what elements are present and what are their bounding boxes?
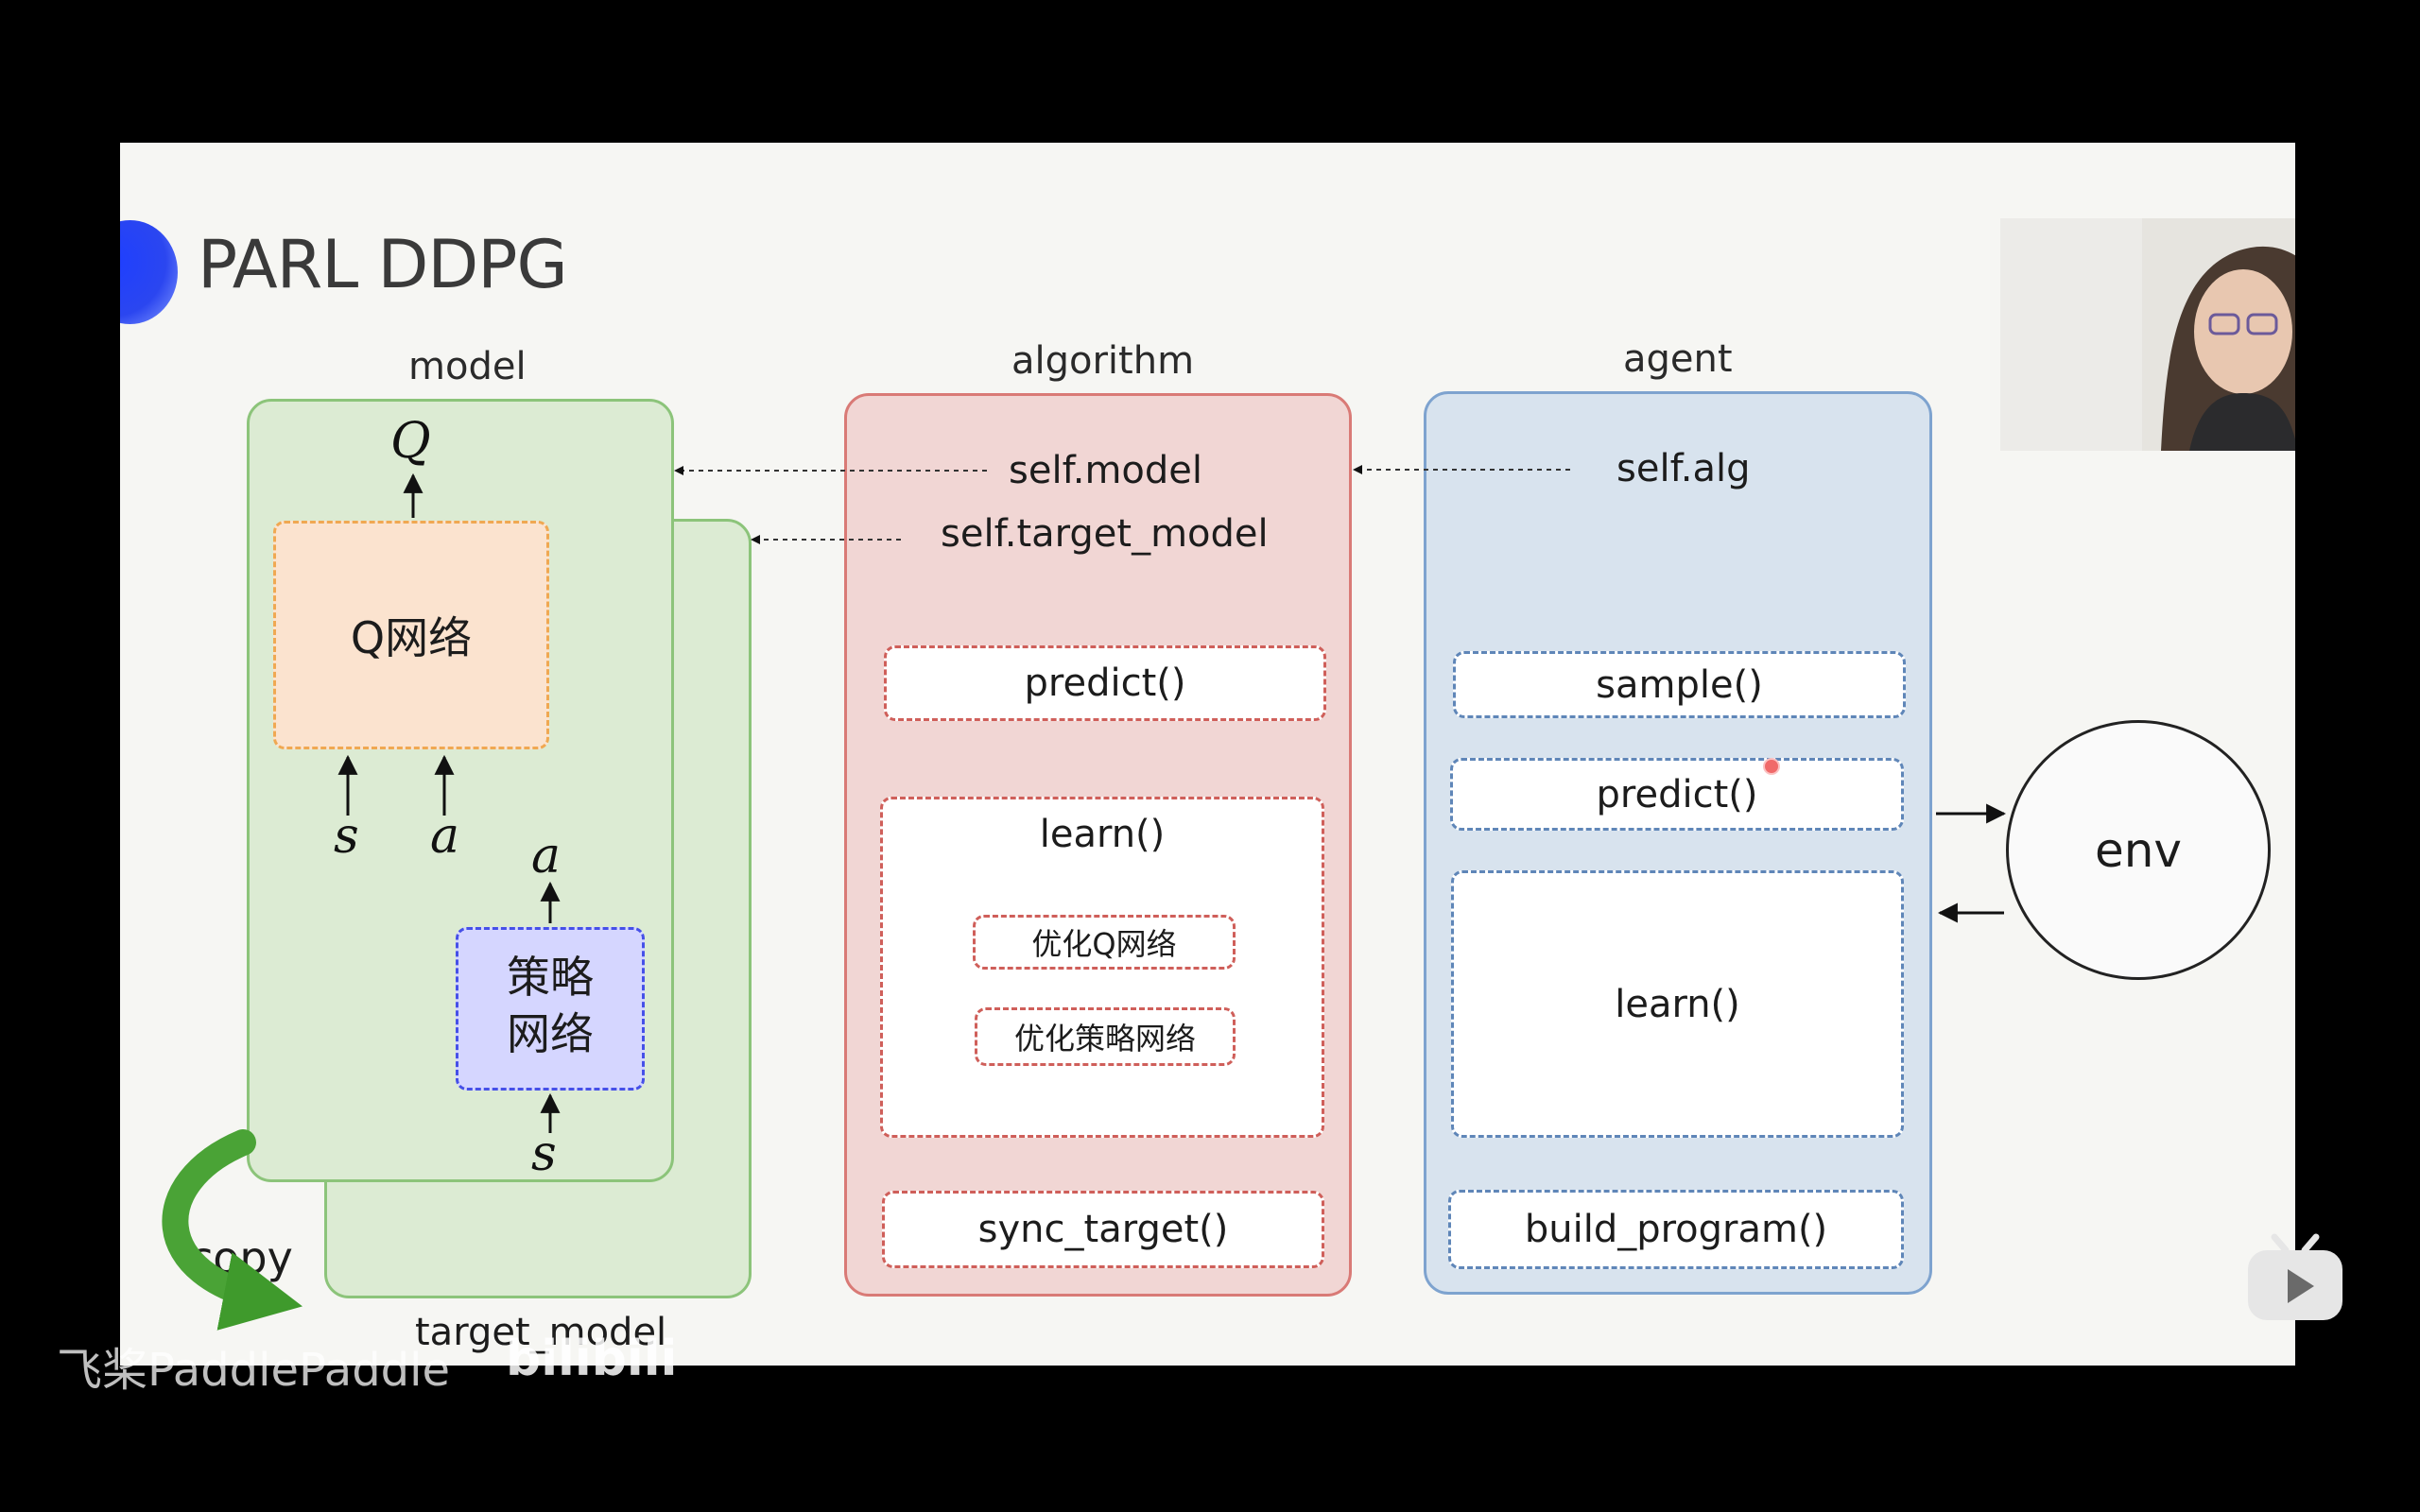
webcam-feed (2000, 218, 2295, 451)
policy-output-a: a (531, 828, 562, 885)
presenter-image (2000, 218, 2295, 451)
q-output-label: Q (390, 413, 431, 470)
agent-field-alg: self.alg (1616, 447, 1751, 490)
diagram-arrows (162, 465, 2007, 1331)
bilibili-logo-watermark: bilibili (506, 1331, 678, 1387)
q-input-s: s (334, 808, 359, 865)
agent-build-label: build_program() (1524, 1208, 1828, 1251)
agent-build-box: build_program() (1448, 1190, 1904, 1269)
agent-predict-label: predict() (1596, 772, 1758, 816)
algorithm-sync-box: sync_target() (882, 1191, 1324, 1268)
optimize-policy-label: 优化策略网络 (1013, 1021, 1196, 1057)
bilibili-play-icon[interactable] (2242, 1224, 2348, 1324)
target-model-label: target_model (415, 1311, 667, 1354)
agent-predict-box: predict() (1450, 758, 1904, 831)
optimize-q-label: 优化Q网络 (1031, 926, 1177, 962)
q-input-a: a (430, 808, 460, 865)
env-circle: env (2006, 720, 2271, 980)
algorithm-predict-label: predict() (1024, 662, 1186, 705)
algorithm-predict-box: predict() (884, 645, 1326, 721)
slide: PARL DDPG model algorithm agent Q Q网络 s … (120, 143, 2295, 1366)
algorithm-sync-label: sync_target() (977, 1208, 1229, 1251)
optimize-policy-box: 优化策略网络 (975, 1007, 1236, 1066)
q-network-label: Q网络 (350, 612, 473, 663)
q-network-box: Q网络 (273, 521, 549, 749)
algorithm-label: algorithm (1011, 339, 1195, 383)
policy-network-box: 策略 网络 (456, 927, 645, 1091)
policy-network-label-1: 策略 (507, 952, 594, 1003)
env-label: env (2094, 822, 2183, 878)
algorithm-field-target: self.target_model (941, 512, 1269, 556)
agent-sample-box: sample() (1453, 651, 1906, 718)
algorithm-learn-label: learn() (1039, 813, 1166, 856)
policy-network-label-2: 网络 (507, 1008, 594, 1059)
laser-pointer-dot (1763, 758, 1780, 775)
slide-title: PARL DDPG (198, 226, 568, 303)
optimize-q-box: 优化Q网络 (973, 915, 1236, 970)
paddle-watermark: 飞桨PaddlePaddle (57, 1344, 451, 1397)
algorithm-field-model: self.model (1009, 449, 1202, 492)
agent-learn-label: learn() (1615, 982, 1740, 1026)
agent-panel (1424, 391, 1932, 1295)
agent-label: agent (1623, 337, 1733, 381)
agent-sample-label: sample() (1596, 662, 1763, 707)
policy-input-s: s (531, 1125, 557, 1182)
agent-learn-box: learn() (1451, 870, 1904, 1138)
model-label: model (408, 345, 527, 388)
